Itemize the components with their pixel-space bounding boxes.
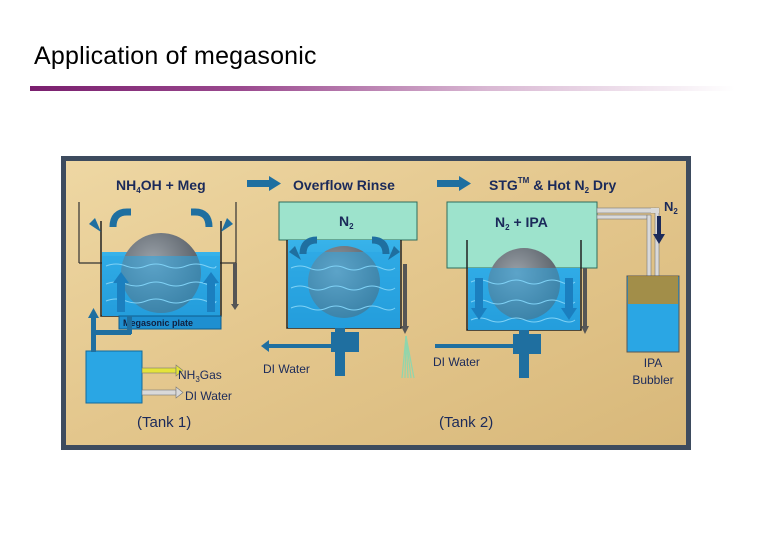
- tank1-di-water-pipe: [141, 389, 177, 396]
- rinse-n2-label: N2: [339, 213, 354, 231]
- step2-label: Overflow Rinse: [293, 177, 395, 193]
- rinse-hood: [278, 201, 418, 241]
- ipa-bubbler: N2 IPA Bubbler: [596, 199, 680, 387]
- tank1-caption: (Tank 1): [137, 414, 191, 431]
- tank1-overflow-arrow-right: [191, 208, 213, 228]
- tank1-di-water-label: DI Water: [185, 389, 232, 403]
- bubbler-ipa-layer: [628, 276, 678, 304]
- tank1-feed-box: [85, 350, 143, 404]
- arrow-step2-to-step3: [437, 176, 471, 191]
- dry-valve: [513, 334, 541, 354]
- rinse-spray: [401, 335, 415, 379]
- rinse-di-water-label: DI Water: [263, 362, 310, 376]
- process-diagram: NH4OH + Meg Overflow Rinse STGTM & Hot N…: [61, 156, 691, 450]
- arrow-step1-to-step2: [247, 176, 281, 191]
- tank2-dry: N2 + IPA DI Water (Tank 2): [433, 201, 598, 431]
- tank1-overflow-arrow-left: [109, 208, 131, 228]
- bubbler-label-line2: Bubbler: [632, 373, 673, 387]
- bubbler-n2-label: N2: [664, 199, 678, 216]
- tank2-caption: (Tank 2): [439, 414, 493, 431]
- dry-flow-arrows: [471, 278, 577, 320]
- tank2-rinse: N2 DI Water: [261, 201, 418, 379]
- megasonic-plate: [118, 315, 222, 330]
- tank1-flow-arrows: [113, 272, 219, 312]
- step3-label: STGTM & Hot N2 Dry: [489, 176, 616, 195]
- title-divider: [30, 86, 735, 91]
- nh3-gas-label: NH3Gas: [178, 368, 222, 384]
- rinse-valve: [331, 332, 359, 352]
- tank1: Megasonic plate NH3Gas DI Water (Tank 1): [78, 202, 239, 431]
- dry-gas-label: N2 + IPA: [495, 214, 548, 232]
- dry-di-water-label: DI Water: [433, 355, 480, 369]
- slide-title: Application of megasonic: [34, 42, 317, 70]
- step1-label: NH4OH + Meg: [116, 177, 206, 195]
- nh3-gas-pipe: [141, 367, 177, 374]
- megasonic-plate-label: Megasonic plate: [123, 318, 193, 328]
- bubbler-label-line1: IPA: [644, 356, 662, 370]
